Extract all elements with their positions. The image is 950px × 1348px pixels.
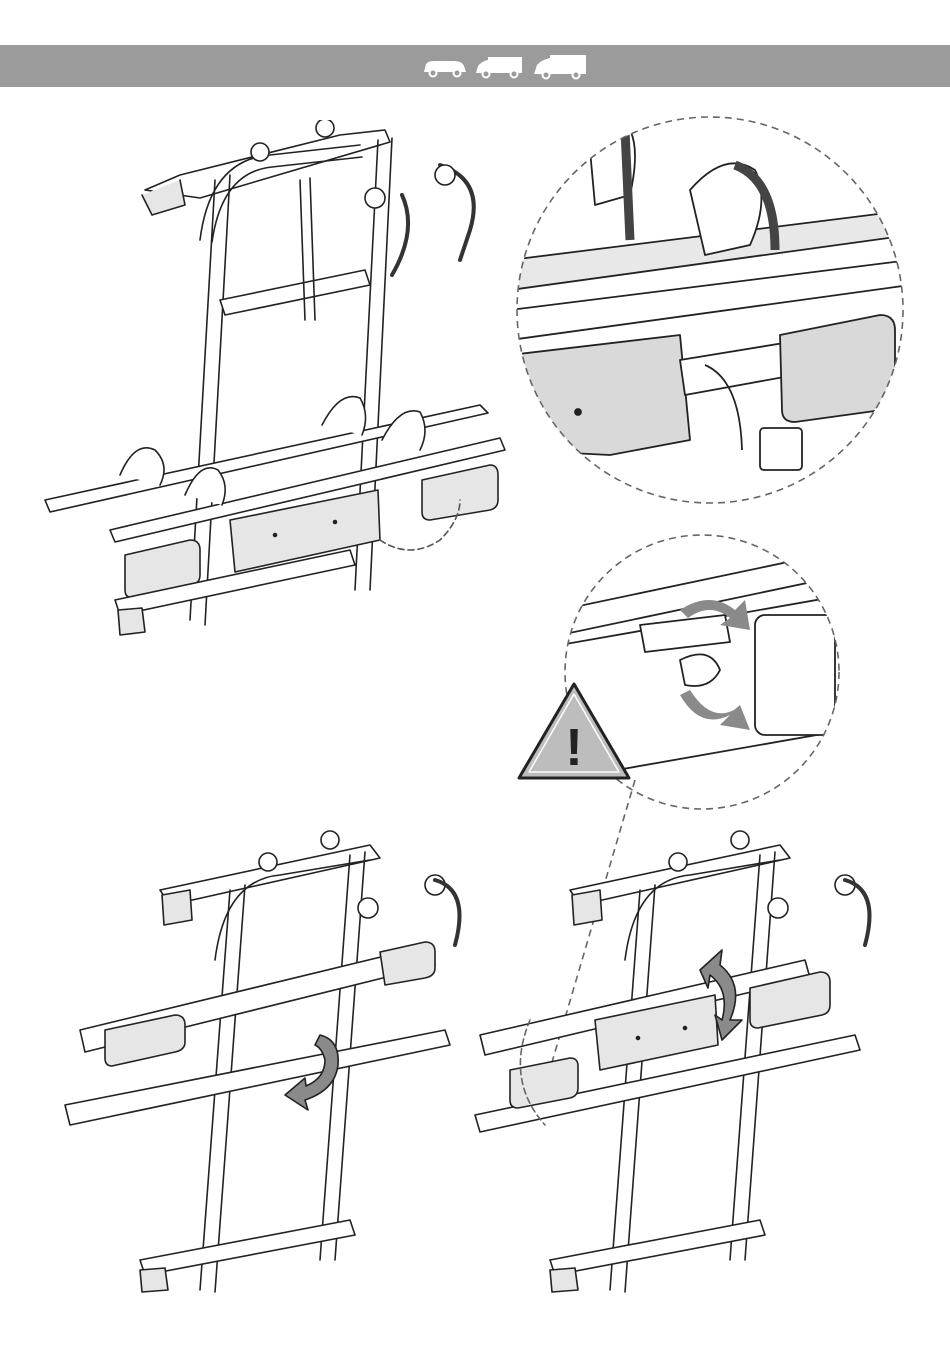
motorhome-icon	[534, 55, 586, 79]
bike-rack-overview	[40, 120, 510, 650]
folded-rack-rotate-step	[50, 820, 470, 1300]
warning-triangle: !	[515, 680, 633, 782]
vehicle-icons	[420, 52, 590, 82]
van-icon	[424, 61, 466, 77]
folded-rack-plate-rotate-step	[460, 820, 880, 1300]
license-plate-bracket-detail	[510, 110, 910, 510]
warning-symbol: !	[565, 719, 582, 777]
panel-van-icon	[476, 57, 522, 78]
